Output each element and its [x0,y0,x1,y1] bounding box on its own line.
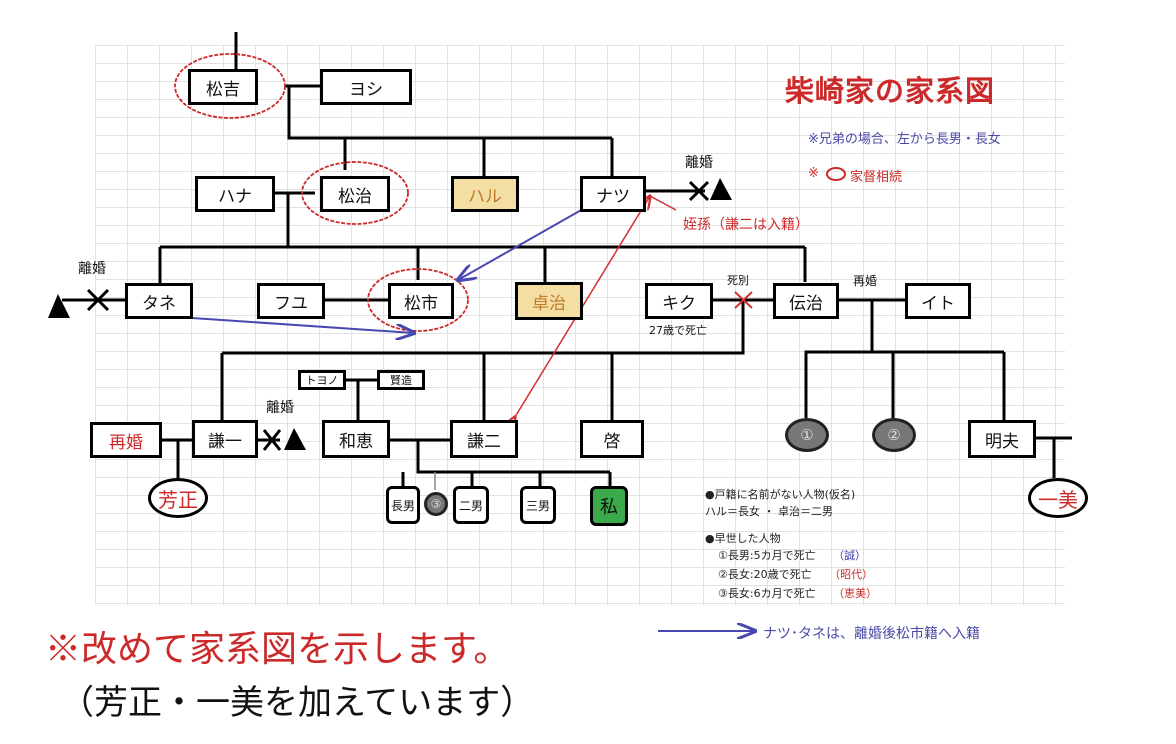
person-takuji: 卓治 [515,282,583,320]
legend-item-text: ①長男:5カ月で死亡 [718,549,816,562]
label-grandniece: 姪孫（謙二は入籍） [683,217,809,233]
label-divorce-kenichi: 離婚 [266,400,294,416]
person-kei: 啓 [580,420,644,458]
succession-note-prefix: ※ [808,166,819,181]
person-kenzo: 賢造 [377,370,425,390]
person-haru: ハル [451,176,519,212]
legend-unregistered-header: ●戸籍に名前がない人物(仮名) [705,488,856,501]
label-remarriage: 再婚 [853,274,878,288]
person-matsuji: 松治 [320,176,390,212]
legend-item-name: （恵美） [833,587,878,600]
arrow-note: ナツ･タネは、離婚後松市籍へ入籍 [763,626,980,642]
sibling-order-note: ※兄弟の場合、左から長男・長女 [808,132,1001,147]
triangle-natsu-ex [710,178,732,200]
diagram-title: 柴崎家の家系図 [785,74,996,108]
label-divorce-tane: 離婚 [78,261,106,277]
person-kazue: 和恵 [322,420,390,458]
succession-circle-matsukichi [174,53,286,119]
person-deceased-3: ③ [424,492,448,516]
person-toyono: トヨノ [298,370,346,390]
legend-early-death-header: ●早世した人物 [705,532,781,545]
line-gen1-children [287,86,612,140]
caption-line-2: （芳正・一美を加えています） [60,683,535,723]
legend-item-text: ③長女:6カ月で死亡 [718,587,816,600]
arrow-natsu-to-matsuichi [458,208,584,280]
person-akio: 明夫 [968,420,1036,458]
succession-circle-matsuji [301,161,409,225]
legend-item-name: （誠） [833,549,867,562]
person-deceased-1: ① [785,418,829,452]
person-fuyu: フユ [257,283,325,319]
legend-item-name: （昭代） [829,568,874,581]
person-yoshimasa: 芳正 [148,478,208,518]
label-kiku-death: 27歳で死亡 [649,324,707,337]
person-natsu: ナツ [580,176,646,212]
person-yoshi: ヨシ [320,69,412,105]
legend-unregistered-line: ハル＝長女 ・ 卓治＝二男 [705,505,833,518]
legend-early-death-item: ①長男:5カ月で死亡 （誠） [718,547,866,563]
person-kazumi: 一美 [1028,478,1088,518]
person-ito: イト [905,283,971,319]
person-remarriage-partner: 再婚 [90,422,162,458]
succession-note: 家督相続 [850,170,903,185]
person-matsukichi: 松吉 [188,69,258,105]
person-matsuichi: 松市 [388,283,454,319]
succession-circle-matsuichi [367,268,469,332]
triangle-kenichi-ex [284,428,306,450]
person-kenichi: 謙一 [192,420,258,458]
label-divorce-natsu: 離婚 [685,155,713,171]
legend-early-death-item: ③長女:6カ月で死亡 （恵美） [718,585,877,601]
arrow-tane-to-matsuichi [191,317,414,333]
person-deceased-2: ② [872,418,916,452]
person-hana: ハナ [195,176,275,212]
person-kiku: キク [645,283,713,319]
person-tane: タネ [125,283,193,319]
person-eldest-son: 長男 [386,486,420,524]
triangle-tane-ex [48,294,70,318]
person-third-son: 三男 [520,486,556,524]
caption-line-1: ※改めて家系図を示します。 [45,629,510,670]
person-self: 私 [590,486,628,526]
person-kenji: 謙二 [450,420,518,458]
person-denji: 伝治 [773,283,839,319]
legend-early-death-item: ②長女:20歳で死亡 （昭代） [718,566,873,582]
label-bereavement: 死別 [727,274,749,287]
legend-item-text: ②長女:20歳で死亡 [718,568,812,581]
person-second-son: 二男 [453,486,489,524]
